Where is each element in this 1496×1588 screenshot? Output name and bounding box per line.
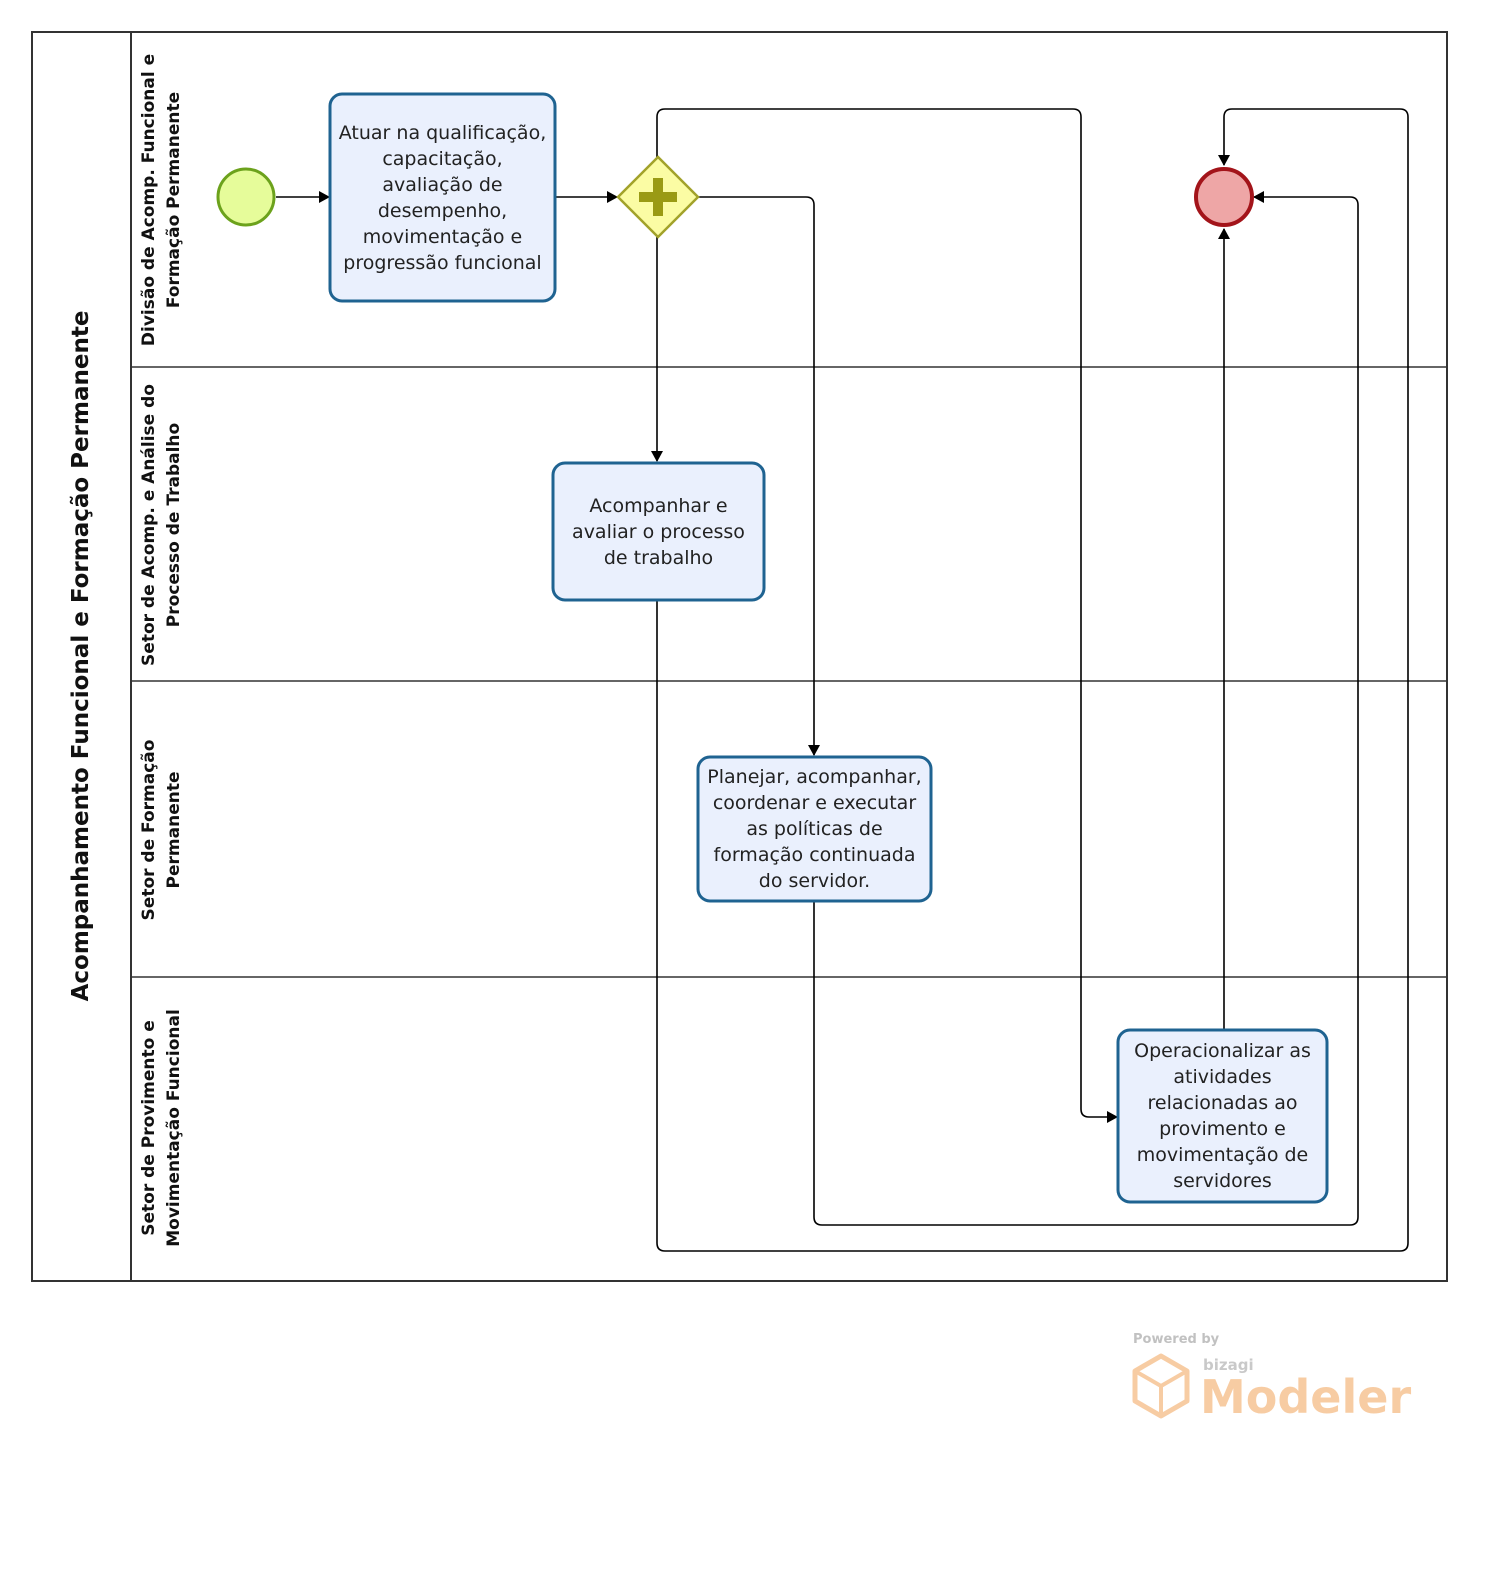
- lane-setor-formacao-title-line2: Permanente: [164, 772, 184, 889]
- start-event[interactable]: [216, 167, 276, 227]
- watermark-brand: bizagi: [1203, 1356, 1254, 1374]
- task-operacionalizar-label: Operacionalizar as atividades relacionad…: [1134, 1040, 1311, 1192]
- lane-setor-acomp-title-line2: Processo de Trabalho: [164, 423, 184, 627]
- parallel-gateway[interactable]: [616, 155, 700, 239]
- end-event[interactable]: [1194, 167, 1254, 227]
- watermark-product: Modeler: [1200, 1370, 1411, 1424]
- lane-divisao-title-line2: Formação Permanente: [164, 92, 184, 308]
- pool-title: Acompanhamento Funcional e Formação Perm…: [68, 311, 94, 1002]
- flow-acompanhar-to-end[interactable]: [656, 108, 1409, 1252]
- lane-divisao: Divisão de Acomp. Funcional e Formação P…: [139, 54, 184, 346]
- parallel-gateway-plus-icon: [639, 178, 677, 216]
- task-atuar[interactable]: Atuar na qualificação, capacitação, aval…: [328, 92, 557, 303]
- lane-setor-acomp: Setor de Acomp. e Análise do Processo de…: [139, 384, 184, 666]
- watermark-powered-by: Powered by: [1133, 1332, 1220, 1347]
- bizagi-cube-logo-icon: [1132, 1353, 1190, 1419]
- task-acompanhar-label: Acompanhar e avaliar o processo de traba…: [572, 494, 745, 569]
- task-operacionalizar[interactable]: Operacionalizar as atividades relacionad…: [1116, 1028, 1329, 1204]
- flow-planejar-to-end[interactable]: [813, 191, 1359, 1226]
- lane-setor-provimento: Setor de Provimento e Movimentação Funci…: [139, 1009, 184, 1247]
- bizagi-watermark: Powered by bizagi Modeler: [1132, 1332, 1411, 1424]
- lane-setor-acomp-title-line1: Setor de Acomp. e Análise do: [139, 384, 159, 666]
- task-atuar-label: Atuar na qualificação, capacitação, aval…: [338, 121, 547, 274]
- lane-divisao-title-line1: Divisão de Acomp. Funcional e: [139, 54, 159, 346]
- lane-setor-formacao-title-line1: Setor de Formação: [139, 740, 159, 921]
- pool-border: [31, 31, 1448, 1282]
- flow-gateway-to-operacionalizar[interactable]: [656, 108, 1118, 1123]
- lane-setor-provimento-title-line2: Movimentação Funcional: [164, 1009, 184, 1247]
- lane-setor-provimento-title-line1: Setor de Provimento e: [139, 1020, 159, 1236]
- task-planejar-label: Planejar, acompanhar, coordenar e execut…: [707, 766, 922, 892]
- task-planejar[interactable]: Planejar, acompanhar, coordenar e execut…: [696, 755, 933, 903]
- lane-setor-formacao: Setor de Formação Permanente: [139, 740, 184, 921]
- task-acompanhar[interactable]: Acompanhar e avaliar o processo de traba…: [551, 461, 766, 602]
- flow-gateway-to-planejar[interactable]: [698, 196, 820, 756]
